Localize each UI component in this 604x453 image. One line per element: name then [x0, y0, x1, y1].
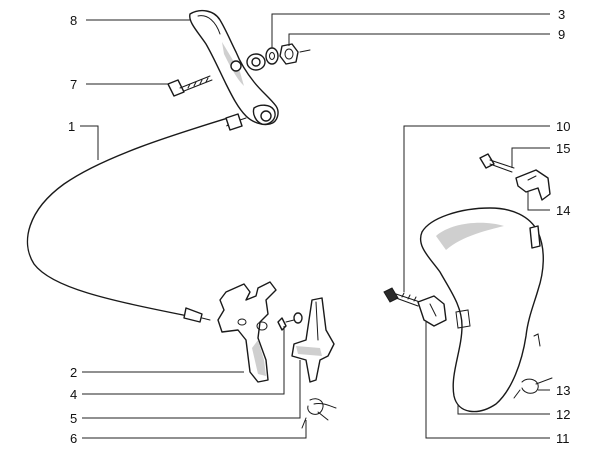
mounting-bracket-part — [217, 281, 277, 383]
leader-12 — [457, 404, 550, 415]
callout-9: 9 — [558, 27, 565, 42]
protective-cover-part — [419, 207, 544, 413]
callout-10: 10 — [556, 119, 570, 134]
washer-part — [265, 47, 279, 65]
cover-clip-part — [417, 295, 447, 327]
callout-4: 4 — [70, 387, 77, 402]
small-bracket-part — [515, 169, 551, 201]
callout-6: 6 — [70, 431, 77, 446]
leader-10 — [403, 125, 550, 292]
callout-8: 8 — [70, 13, 77, 28]
nut-part — [279, 43, 311, 65]
control-cable-part — [26, 113, 247, 323]
leader-4 — [82, 326, 285, 395]
callout-11: 11 — [556, 431, 570, 446]
callout-2: 2 — [70, 365, 77, 380]
callout-13: 13 — [556, 383, 570, 398]
callout-15: 15 — [556, 141, 570, 156]
cable-clamp-part — [291, 297, 335, 383]
leader-9 — [288, 33, 550, 46]
lever-arm-part — [189, 9, 279, 126]
pivot-screw-part — [167, 75, 213, 97]
small-screw-part — [479, 153, 515, 173]
leader-3 — [271, 13, 550, 48]
callout-labels: 8 7 1 2 4 5 6 3 9 10 15 14 13 12 11 — [68, 7, 570, 446]
spring-clip-part — [301, 398, 337, 429]
leader-5 — [82, 360, 301, 419]
cover-bolt-part — [383, 287, 421, 307]
callout-1: 1 — [68, 119, 75, 134]
callout-12: 12 — [556, 407, 570, 422]
leader-11 — [425, 322, 550, 439]
callout-3: 3 — [558, 7, 565, 22]
callout-14: 14 — [556, 203, 570, 218]
bracket-bolt-part — [277, 312, 303, 331]
cover-spring-clip-part — [513, 377, 553, 399]
leader-lines — [80, 13, 550, 439]
leader-14 — [527, 192, 550, 211]
leader-15 — [511, 147, 550, 168]
callout-5: 5 — [70, 411, 77, 426]
callout-7: 7 — [70, 77, 77, 92]
leader-1 — [80, 125, 99, 160]
leader-6 — [82, 420, 307, 439]
